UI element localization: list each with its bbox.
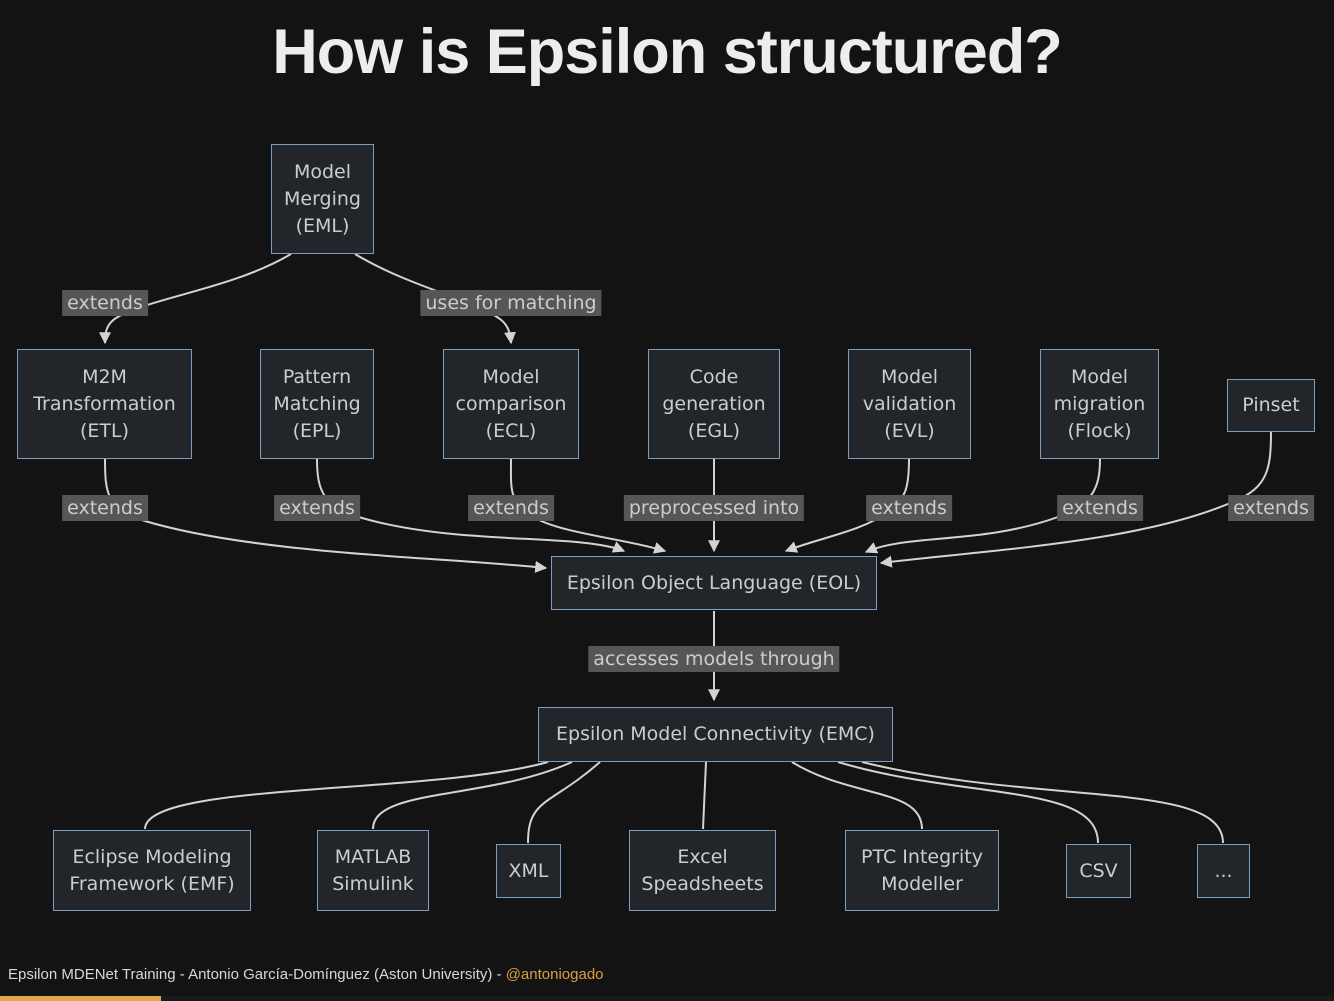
slide-title: How is Epsilon structured? <box>272 17 1063 87</box>
node-epsilon-model-connectivity-emc: Epsilon Model Connectivity (EMC) <box>538 707 893 762</box>
edge-epl-eol <box>316 458 626 553</box>
edge-label-accesses-models-through: accesses models through <box>588 646 840 672</box>
edge-flock-eol <box>864 458 1101 554</box>
node-pattern-matching-epl: Pattern Matching (EPL) <box>260 349 374 459</box>
node-ptc-integrity-modeller: PTC Integrity Modeller <box>845 830 999 911</box>
edge-label-extends-evl: extends <box>866 495 952 521</box>
node-excel-speadsheets: Excel Speadsheets <box>629 830 776 911</box>
slide-progress-bar <box>0 996 161 1001</box>
node-eclipse-modeling-framework-emf: Eclipse Modeling Framework (EMF) <box>53 830 251 911</box>
node-ellipsis: ... <box>1197 844 1250 898</box>
node-pinset: Pinset <box>1227 379 1315 432</box>
footer-credit-text: Epsilon MDENet Training - Antonio García… <box>8 966 506 983</box>
node-xml: XML <box>496 844 561 898</box>
node-m2m-transformation-etl: M2M Transformation (ETL) <box>17 349 192 459</box>
edge-pinset-eol <box>879 431 1272 568</box>
footer: Epsilon MDENet Training - Antonio García… <box>8 966 604 983</box>
edge-label-extends-eml: extends <box>62 290 148 316</box>
node-model-comparison-ecl: Model comparison (ECL) <box>443 349 579 459</box>
edge-label-extends-ecl: extends <box>468 495 554 521</box>
edge-emc-excel <box>702 761 707 830</box>
edge-label-extends-flock: extends <box>1057 495 1143 521</box>
node-epsilon-object-language-eol: Epsilon Object Language (EOL) <box>551 556 877 610</box>
edge-label-extends-etl: extends <box>62 495 148 521</box>
edge-emc-xml <box>527 761 601 844</box>
edge-emc-csv <box>837 761 1099 844</box>
slide-progress-track <box>0 996 1334 1001</box>
footer-handle-link[interactable]: @antoniogado <box>505 966 604 983</box>
edge-emc-emf <box>144 761 549 830</box>
node-code-generation-egl: Code generation (EGL) <box>648 349 780 459</box>
edge-label-uses-for-matching: uses for matching <box>420 290 602 316</box>
node-model-merging-eml: Model Merging (EML) <box>271 144 374 254</box>
edge-emc-ptc <box>791 761 923 830</box>
edge-label-preprocessed-into: preprocessed into <box>623 495 805 521</box>
node-model-migration-flock: Model migration (Flock) <box>1040 349 1159 459</box>
edge-label-extends-pinset: extends <box>1228 495 1314 521</box>
node-matlab-simulink: MATLAB Simulink <box>317 830 429 911</box>
edge-label-extends-epl: extends <box>274 495 360 521</box>
edge-emc-more <box>861 761 1224 844</box>
node-csv: CSV <box>1066 844 1131 898</box>
node-model-validation-evl: Model validation (EVL) <box>848 349 971 459</box>
edge-emc-matlab <box>372 761 573 830</box>
